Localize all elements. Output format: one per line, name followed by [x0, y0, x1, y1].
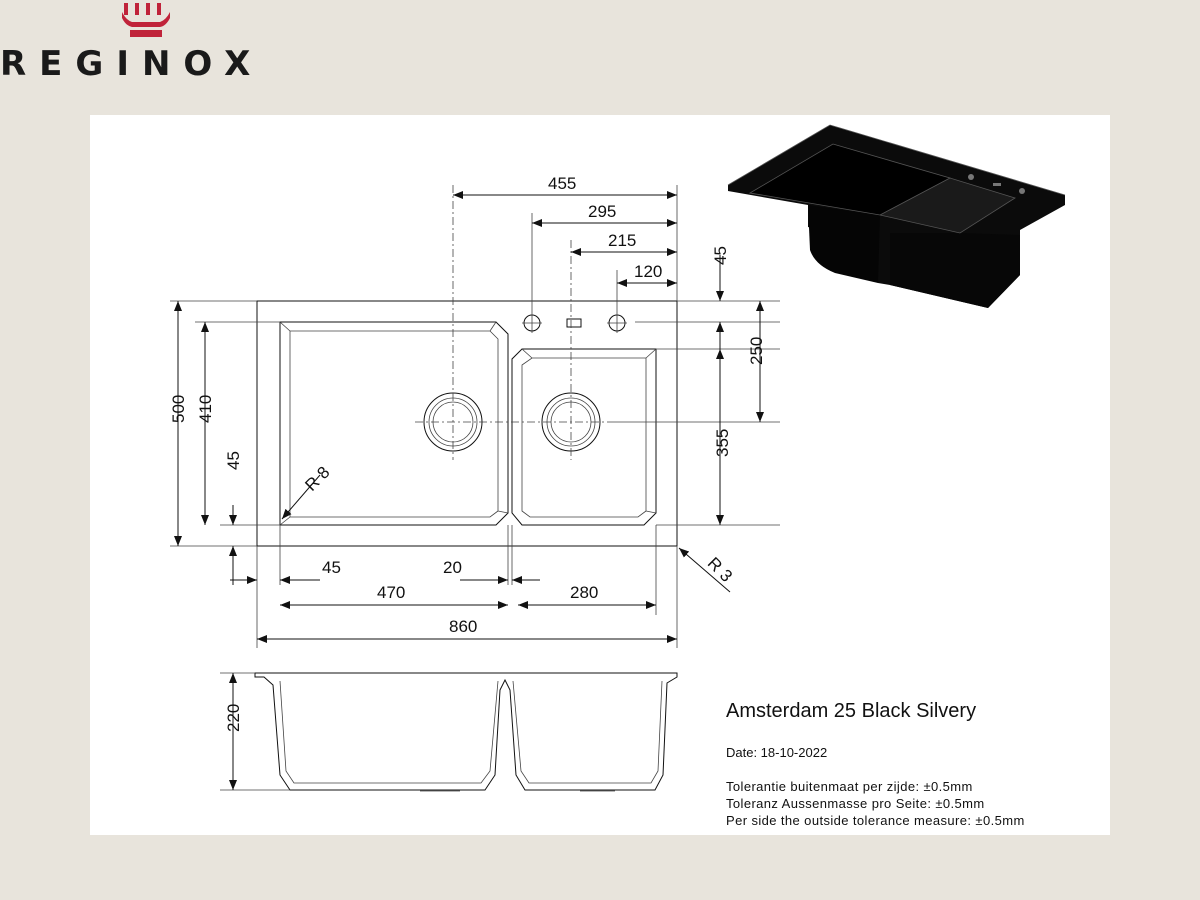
brand-name: REGINOX: [0, 44, 264, 84]
dim-215: 215: [608, 231, 636, 250]
render-tap-hole-icon: [968, 174, 974, 180]
dim-radius-3: R 3: [704, 554, 736, 586]
sink-technical-drawing: 455 295 215 120 45 250 355 500 410 45 R …: [169, 124, 1066, 792]
dim-radius-8: R 8: [301, 463, 333, 495]
dim-45-top-right: 45: [711, 246, 730, 265]
dim-295: 295: [588, 202, 616, 221]
technical-drawing-sheet: 455 295 215 120 45 250 355 500 410 45 R …: [90, 115, 1110, 835]
dim-355: 355: [713, 429, 732, 457]
side-section-view: [254, 672, 678, 792]
right-bowl-inner: [521, 357, 647, 518]
overflow-slot: [566, 318, 582, 328]
dim-455: 455: [548, 174, 576, 193]
dim-20: 20: [443, 558, 462, 577]
dim-250: 250: [747, 337, 766, 365]
product-date: Date: 18-10-2022: [726, 745, 828, 760]
crown-icon: [122, 3, 170, 37]
brand-logo: REGINOX: [0, 0, 300, 84]
tolerance-de: Toleranz Aussenmasse pro Seite: ±0.5mm: [726, 796, 985, 811]
dim-470: 470: [377, 583, 405, 602]
tap-hole-right-icon: [607, 313, 627, 333]
product-title: Amsterdam 25 Black Silvery: [726, 700, 977, 722]
dim-45-bottom: 45: [322, 558, 341, 577]
sink-outline: [256, 300, 678, 547]
tolerance-nl: Tolerantie buitenmaat per zijde: ±0.5mm: [726, 779, 973, 794]
dim-120: 120: [634, 262, 662, 281]
dim-220: 220: [224, 704, 243, 732]
dim-500: 500: [169, 395, 188, 423]
dim-280: 280: [570, 583, 598, 602]
right-bowl-outer: [511, 348, 657, 526]
sink-3d-render: [727, 124, 1066, 308]
section-outline: [254, 672, 678, 791]
product-info: Amsterdam 25 Black Silvery Date: 18-10-2…: [726, 700, 1110, 829]
dim-860: 860: [449, 617, 477, 636]
tap-hole-left-icon: [522, 313, 542, 333]
dim-45-left: 45: [224, 451, 243, 470]
tolerance-en: Per side the outside tolerance measure: …: [726, 813, 1025, 828]
left-bowl-inner: [289, 330, 499, 518]
dim-410: 410: [196, 395, 215, 423]
